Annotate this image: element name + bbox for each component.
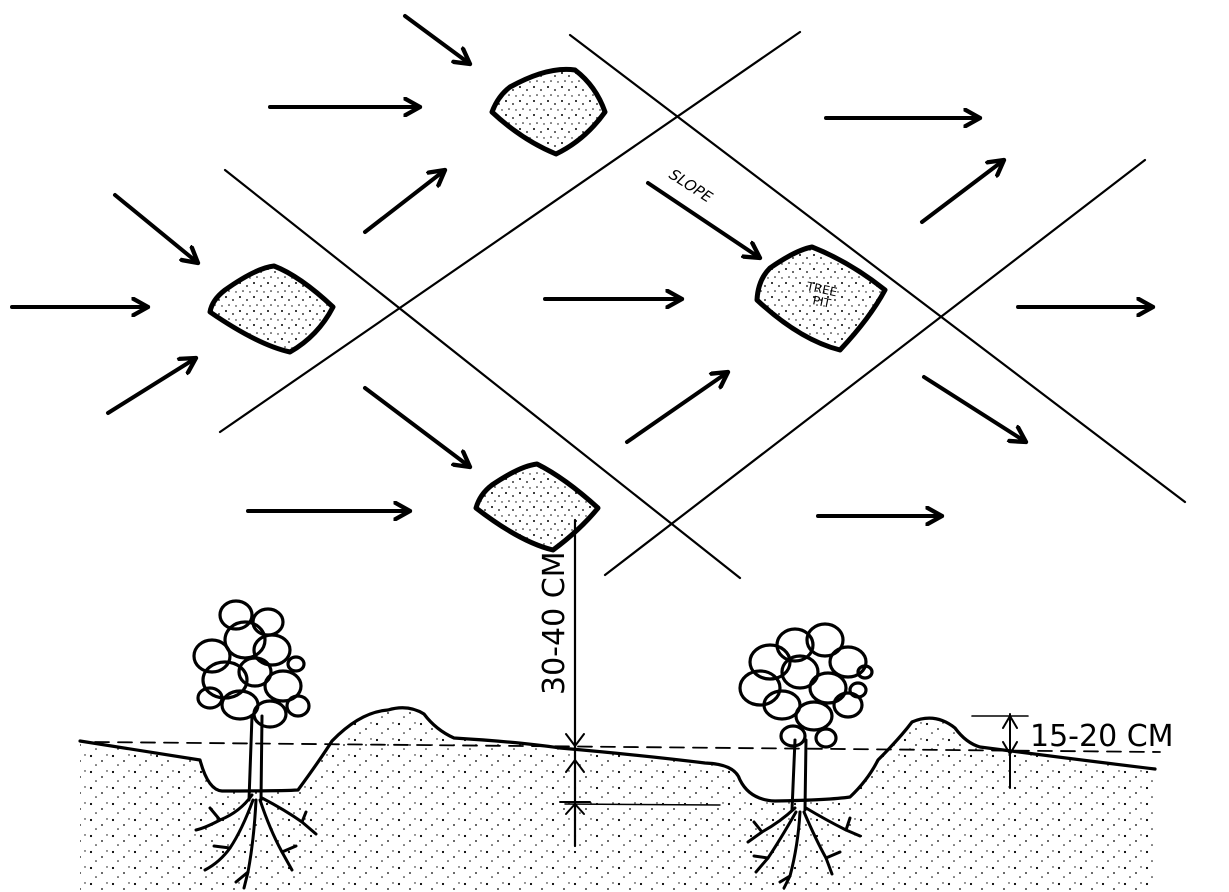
flow-arrow [363,170,445,234]
ridge-height-label: 15-20 CM [1030,719,1174,754]
ridge-grid [218,30,1187,580]
flow-arrow [113,193,198,263]
water-flow-arrows [10,14,1153,516]
soil-body [80,707,1155,892]
spacing-dimension: 30-40 CM [537,518,591,848]
spacing-label: 30-40 CM [537,551,572,695]
tree-canopy [738,622,874,749]
tree-roots [194,793,318,890]
flow-arrow [363,386,470,467]
tree-pit [207,263,336,355]
flow-arrow [646,181,760,258]
tree-trunk [247,714,264,802]
tree-pit [489,66,608,157]
pit-bottom-edge [564,803,721,806]
flow-arrow [922,375,1026,442]
soil-surface [78,706,1157,803]
flow-arrow [106,358,196,415]
flow-arrow [403,14,470,64]
flow-arrow [625,372,728,444]
tree-left [192,599,318,890]
flow-arrow [920,160,1004,224]
tree-pit-label-line2: PIT [811,293,832,311]
tree-pit [754,244,888,353]
soil-cross-section [78,706,1161,892]
tree-canopy [192,599,311,729]
tree-right [738,622,874,890]
tree-trunk [790,738,808,812]
tree-pits [207,66,888,553]
ridge-height-dimension: 15-20 CM [971,713,1174,789]
tree-pit [473,461,601,553]
reference-dashed-line [94,741,1161,753]
tree-pit-label-line1: TREE [804,279,838,299]
tree-roots [746,806,862,890]
